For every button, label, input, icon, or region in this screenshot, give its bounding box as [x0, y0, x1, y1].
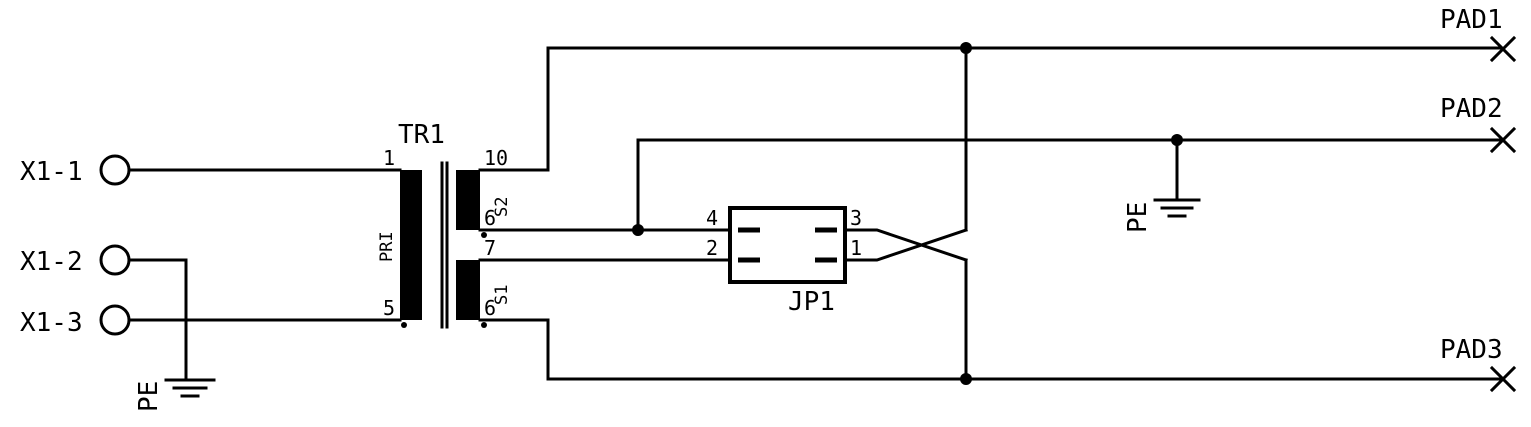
jumper-body: [728, 206, 847, 284]
wire-to-pad2: [636, 138, 1502, 232]
ground-pe-right-label: PE: [1123, 202, 1153, 233]
pin-6b-label: 6: [484, 296, 496, 320]
pad-1-cross-b: [1489, 35, 1517, 63]
connector-x1-1-terminal: [99, 154, 131, 186]
jumper-pin-2-label: 2: [706, 236, 718, 260]
pad-2-cross-b: [1489, 126, 1517, 154]
primary-winding: [400, 170, 422, 320]
wire-pin5-to-pad3: [478, 318, 1502, 381]
pad-1-label: PAD1: [1440, 5, 1503, 35]
primary-label: PRI: [377, 231, 397, 262]
pin-5-label: 5: [383, 296, 395, 320]
jumper-ref: JP1: [788, 287, 835, 317]
secondary-winding-s1: [456, 260, 480, 320]
junction-dot-1: [632, 224, 644, 236]
connector-x1-2: X1-2: [20, 244, 188, 382]
wire-x1-2-to-pe: [127, 258, 188, 382]
jumper-pin-1-label: 1: [850, 236, 862, 260]
connector-x1-3: X1-3: [20, 304, 402, 338]
ground-pe-left: PE: [134, 378, 216, 412]
pad-2-label: PAD2: [1440, 94, 1503, 124]
pad-3-label: PAD3: [1440, 335, 1503, 365]
secondary-polarity-dot: [481, 322, 487, 328]
jumper-pin-3-label: 3: [850, 206, 862, 230]
secondary-mid-dot: [481, 232, 487, 238]
jumper-pin-4-label: 4: [706, 206, 718, 230]
pin-6-label: 6: [484, 206, 496, 230]
primary-polarity-dot: [401, 322, 407, 328]
connector-x1-2-terminal: [99, 244, 131, 276]
pin-1-label: 1: [383, 146, 395, 170]
transformer-tr1: TR1 1 5 10 6 7 6 PRI S2 S1: [377, 120, 512, 329]
wire-pin10-to-pad1: [478, 46, 1502, 172]
pad-1: PAD1: [1440, 5, 1517, 63]
pad-3: PAD3: [1440, 335, 1517, 393]
secondary-s1-label: S1: [492, 285, 512, 305]
crossover-from-pin3: [843, 228, 968, 262]
connector-x1-3-label: X1-3: [20, 308, 83, 338]
secondary-winding-s2: [456, 170, 480, 230]
connector-x1-3-terminal: [99, 304, 131, 336]
secondary-s2-label: S2: [492, 197, 512, 217]
connector-x1-1-label: X1-1: [20, 157, 83, 187]
ground-pe-right: PE: [1123, 138, 1201, 233]
connector-x1-2-label: X1-2: [20, 247, 83, 277]
jumper-jp1: 4 2 3 1 JP1: [706, 206, 862, 317]
transformer-ref: TR1: [398, 120, 445, 150]
pin-10-label: 10: [484, 146, 508, 170]
crossover-from-pin1: [843, 228, 968, 262]
pad-2: PAD2: [1440, 94, 1517, 154]
ground-pe-left-label: PE: [134, 381, 164, 412]
connector-x1-1: X1-1: [20, 154, 402, 187]
pad-3-cross-b: [1489, 365, 1517, 393]
pin-7-label: 7: [484, 236, 496, 260]
